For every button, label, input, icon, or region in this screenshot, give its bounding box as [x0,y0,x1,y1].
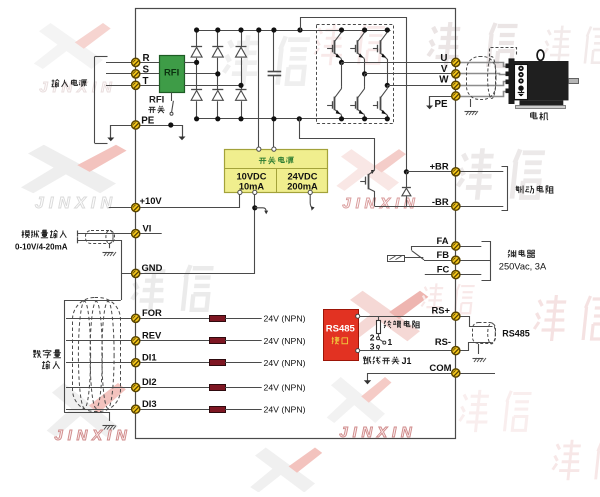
svg-text:S: S [143,65,150,76]
svg-text:COM: COM [429,363,451,374]
svg-text:DI2: DI2 [142,376,157,387]
svg-text:RS-: RS- [435,336,451,347]
svg-text:FA: FA [437,235,449,246]
svg-text:DI3: DI3 [142,398,157,409]
svg-text:+10V: +10V [140,195,163,206]
svg-text:JINXIN: JINXIN [339,424,416,441]
svg-text:10mA: 10mA [239,181,265,191]
svg-text:1: 1 [388,337,393,347]
svg-text:0-10V/4-20mA: 0-10V/4-20mA [15,243,68,252]
svg-text:-BR: -BR [432,196,449,207]
svg-text:GND: GND [142,262,163,273]
svg-text:JINXIN: JINXIN [54,427,131,444]
svg-text:U: U [440,53,447,64]
svg-text:JINXIN: JINXIN [39,79,116,96]
svg-text:RFI: RFI [164,68,179,79]
svg-text:+BR: +BR [430,160,449,171]
svg-text:FC: FC [437,264,450,275]
svg-text:V: V [441,64,448,75]
svg-text:RS485: RS485 [326,324,356,335]
svg-text:10VDC: 10VDC [237,172,267,182]
svg-text:PE: PE [141,116,155,127]
svg-text:24VDC: 24VDC [288,172,318,182]
svg-text:RFI: RFI [149,95,164,106]
svg-text:JINXIN: JINXIN [35,195,117,212]
svg-text:VI: VI [143,222,152,233]
svg-text:FOR: FOR [142,307,162,318]
svg-text:3: 3 [370,341,375,351]
svg-text:RS485: RS485 [502,329,530,339]
svg-text:PE: PE [435,99,449,110]
svg-text:T: T [143,76,149,87]
svg-text:2: 2 [370,332,375,342]
svg-text:FB: FB [437,249,450,260]
svg-text:24V (NPN): 24V (NPN) [264,383,306,393]
svg-text:W: W [439,75,449,86]
svg-text:RS+: RS+ [432,305,451,316]
svg-text:250Vac, 3A: 250Vac, 3A [499,262,547,272]
svg-text:200mA: 200mA [287,181,318,191]
svg-text:24V (NPN): 24V (NPN) [264,404,306,414]
svg-text:REV: REV [142,330,162,341]
svg-text:JINXIN: JINXIN [342,195,419,212]
svg-text:J1: J1 [402,356,412,366]
svg-text:DI1: DI1 [142,351,157,362]
svg-text:R: R [143,53,150,64]
svg-text:24V (NPN): 24V (NPN) [264,314,306,324]
svg-text:24V (NPN): 24V (NPN) [264,358,306,368]
svg-text:24V (NPN): 24V (NPN) [264,336,306,346]
